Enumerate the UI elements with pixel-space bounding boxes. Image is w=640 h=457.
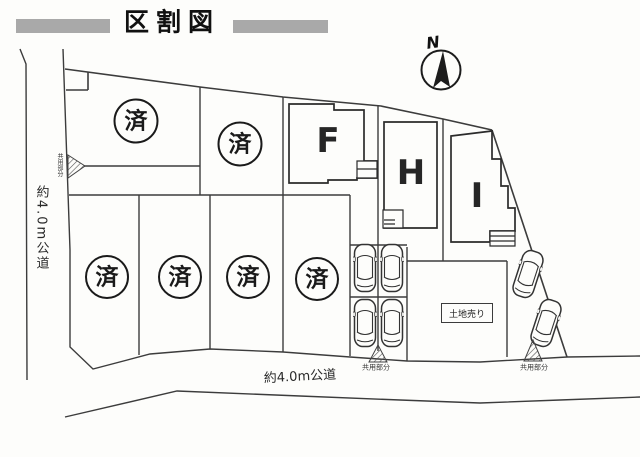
car-2 — [380, 243, 404, 293]
bottom-road-lower-edge — [64, 390, 640, 418]
sold-mark-6: 済 — [305, 266, 329, 293]
building-f-label: F — [316, 121, 340, 161]
common-area-label-middle: 共用部分 — [362, 363, 390, 372]
buildings — [288, 103, 516, 247]
common-area-label-right: 共用部分 — [520, 363, 548, 372]
sold-circle-3 — [85, 255, 129, 299]
sold-mark-2: 済 — [228, 131, 252, 158]
common-area-label-left: 共用部分 — [56, 153, 63, 177]
site-top-boundary — [64, 68, 493, 131]
compass-north-label: N — [424, 32, 441, 53]
sold-circles — [85, 98, 339, 301]
car-3 — [353, 298, 377, 348]
bottom-road-label: 約4.0m公道 — [263, 367, 337, 387]
lot-boundaries — [69, 87, 508, 361]
land-for-sale-box: 土地売り — [441, 303, 493, 323]
corner-notch — [66, 72, 89, 91]
bottom-road-upper-edge — [69, 345, 640, 370]
compass-needle — [433, 51, 450, 88]
sold-mark-1: 済 — [124, 108, 148, 135]
building-f-steps — [356, 160, 378, 179]
left-road-label: 約4.0m公道 — [33, 184, 49, 272]
land-for-sale-label: 土地売り — [448, 309, 485, 320]
sold-mark-5: 済 — [236, 264, 260, 291]
sold-mark-4: 済 — [168, 264, 192, 291]
building-h-label: H — [396, 153, 426, 193]
building-h-annex — [382, 209, 404, 229]
left-road — [19, 48, 71, 381]
bottom-road — [64, 345, 640, 418]
common-area-markers — [67, 154, 543, 363]
sold-circle-5 — [226, 255, 270, 299]
car-1 — [353, 243, 377, 293]
common-area-triangle-middle — [368, 343, 388, 363]
left-road-outer-edge — [19, 48, 28, 381]
common-area-triangle-left — [67, 154, 86, 179]
common-area-triangle-right — [523, 338, 543, 362]
car-5 — [508, 247, 548, 301]
building-h-footprint — [383, 121, 438, 229]
building-i-label: I — [470, 176, 484, 216]
left-road-inner-edge — [62, 48, 71, 345]
car-4 — [380, 298, 404, 348]
sold-circle-6 — [295, 257, 339, 301]
sold-circle-4 — [158, 255, 202, 299]
north-compass — [420, 49, 462, 91]
sold-circle-2 — [217, 121, 263, 167]
page-title: 区割図 — [123, 9, 221, 37]
sold-circle-1 — [113, 98, 159, 144]
title-bar-right — [233, 20, 328, 33]
compass-circle — [420, 49, 462, 91]
sold-mark-3: 済 — [95, 264, 119, 291]
building-i-steps — [489, 230, 516, 247]
title-bar-left — [16, 19, 110, 33]
